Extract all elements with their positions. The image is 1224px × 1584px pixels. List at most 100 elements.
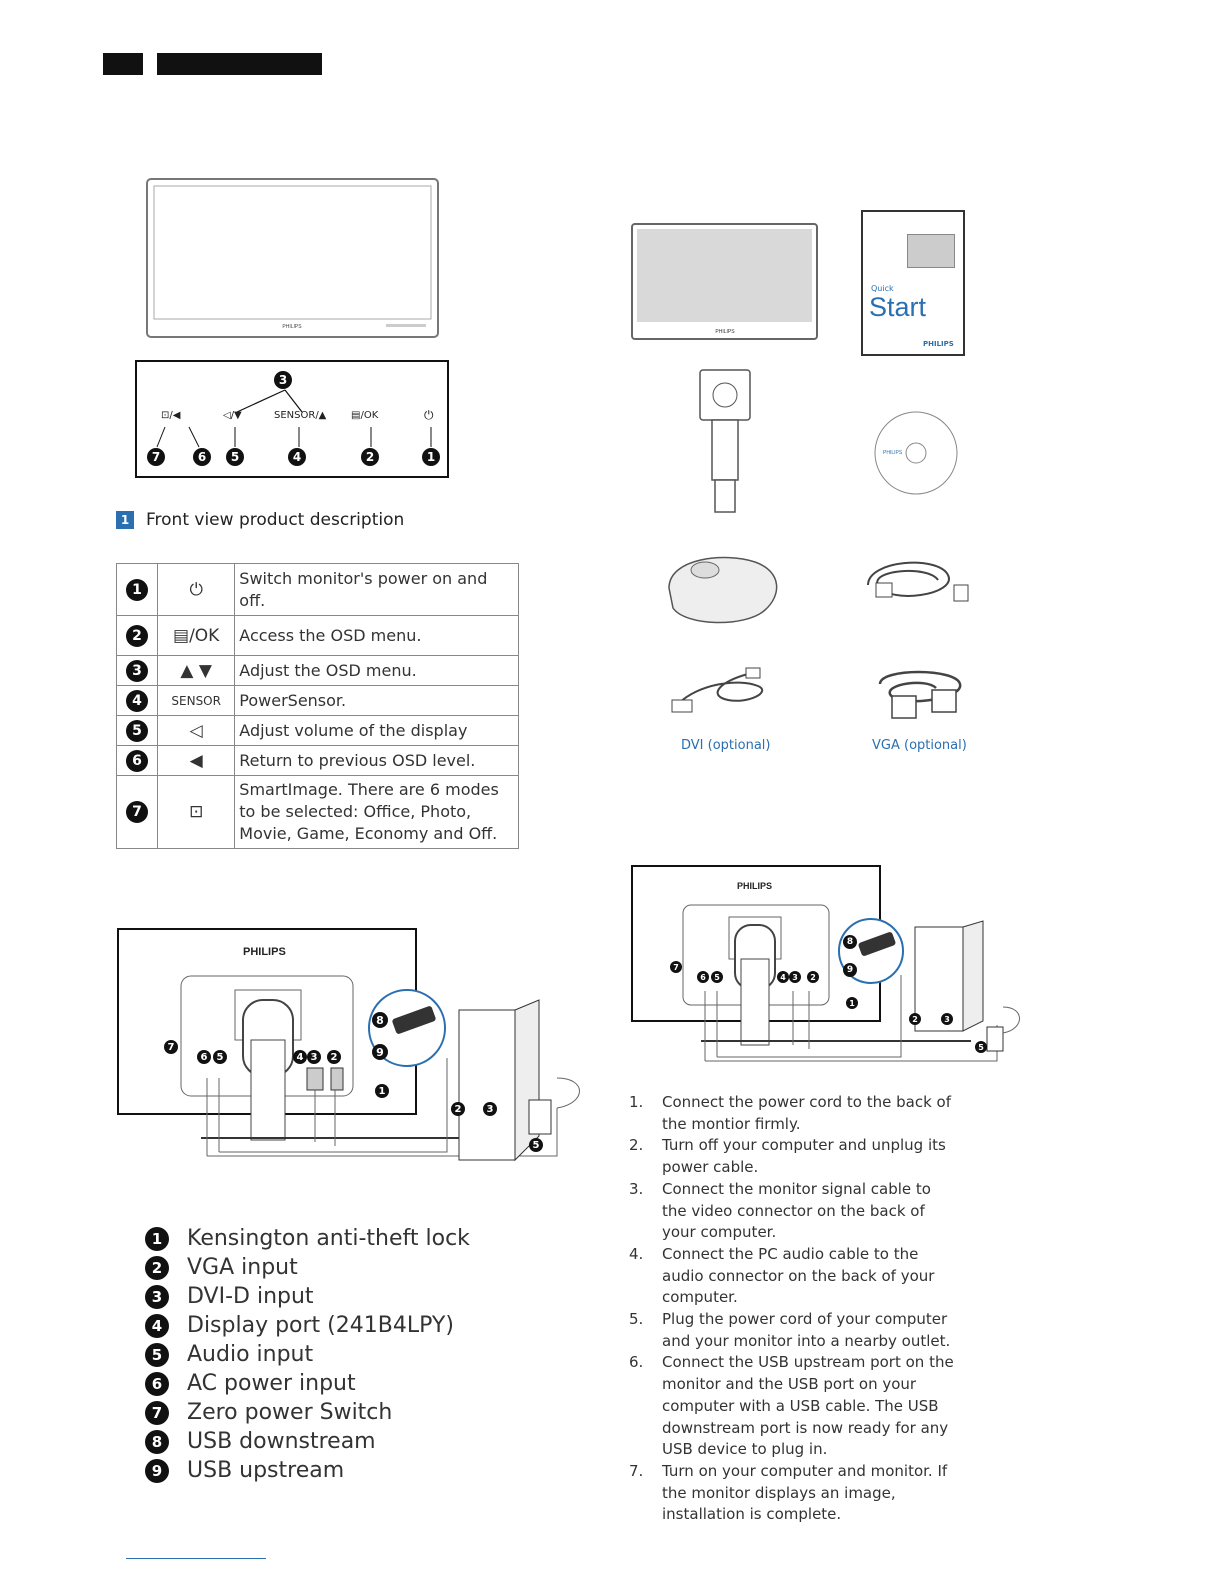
smartimage-icon: ⊡: [157, 775, 236, 849]
connect-pc-callout-3: 3: [941, 1013, 953, 1025]
back-callout-1: 1: [375, 1084, 389, 1098]
step-text: Turn off your computer and unplug its po…: [662, 1136, 946, 1177]
connect-brand-label: PHILIPS: [737, 881, 773, 891]
legend-number: 7: [145, 1400, 169, 1425]
back-callout-5: 5: [213, 1050, 227, 1064]
callout-7: 7: [147, 448, 165, 466]
row-description: Adjust the OSD menu.: [234, 655, 519, 686]
step-number: 1.: [629, 1093, 644, 1111]
list-item: 7.Turn on your computer and monitor. If …: [629, 1461, 959, 1526]
legend-text: AC power input: [187, 1371, 356, 1396]
legend-number: 6: [145, 1371, 169, 1396]
back-callout-4: 4: [293, 1050, 307, 1064]
sensor-button-label[interactable]: SENSOR/▲: [274, 410, 327, 421]
power-button-label[interactable]: ⏻: [424, 408, 434, 422]
list-item: 1. Connect the power cord to the back of …: [629, 1092, 959, 1135]
legend-text: VGA input: [187, 1255, 298, 1280]
connect-pc-callout-2: 2: [909, 1013, 921, 1025]
menu-button-label[interactable]: ▤/OK: [351, 410, 379, 421]
list-item: 2. Turn off your computer and unplug its …: [629, 1135, 959, 1178]
table-row: 5 ◁ Adjust volume of the display: [115, 715, 519, 746]
legend-text: Display port (241B4LPY): [187, 1313, 454, 1338]
dvi-caption: DVI (optional): [681, 738, 771, 753]
legend-number: 3: [145, 1284, 169, 1309]
front-controls-table: 1 ⏻ Switch monitor's power on and off. 2…: [115, 563, 519, 849]
row-description: PowerSensor.: [234, 685, 519, 716]
back-callout-8: 8: [372, 1012, 388, 1028]
front-control-panel: 3 ⊡/◀ ◁/▼ SENSOR/▲ ▤/OK ⏻ 7 6 5 4 2 1: [135, 360, 449, 478]
section-title-text: Front view product description: [146, 510, 405, 530]
connect-callout-8: 8: [843, 935, 857, 949]
smartimage-button-label[interactable]: ⊡/◀: [161, 410, 181, 421]
connect-callout-2: 2: [807, 971, 819, 983]
section-badge: 1: [116, 511, 134, 529]
legend-number: 2: [145, 1255, 169, 1280]
up-down-arrows-icon: ▲ ▼: [157, 655, 236, 686]
dvi-cable-illustration: [671, 667, 764, 713]
legend-text: Kensington anti-theft lock: [187, 1226, 470, 1251]
connect-callout-6: 6: [697, 971, 709, 983]
connect-callout-4: 4: [777, 971, 789, 983]
list-item: 4. Connect the PC audio cable to the audi…: [629, 1244, 959, 1309]
row-description: Return to previous OSD level.: [234, 745, 519, 776]
row-number: 4: [126, 689, 149, 712]
row-description: Switch monitor's power on and off.: [234, 563, 519, 616]
row-number: 3: [126, 659, 149, 682]
vga-cable-illustration: [878, 670, 962, 719]
connect-callout-9: 9: [843, 963, 857, 977]
power-icon: ⏻: [157, 563, 236, 616]
outlet-callout-5: 5: [529, 1138, 543, 1152]
connection-steps: 1. Connect the power cord to the back of …: [629, 1092, 959, 1526]
table-row: 6 ◀ Return to previous OSD level.: [115, 745, 519, 776]
table-row: 4 SENSOR PowerSensor.: [115, 685, 519, 716]
row-number: 5: [126, 719, 149, 742]
step-number: 4.: [629, 1244, 644, 1263]
header-page-block: [103, 53, 143, 75]
callout-1: 1: [422, 448, 440, 466]
legend-number: 5: [145, 1342, 169, 1367]
list-item: 3.Connect the monitor signal cable to th…: [629, 1179, 959, 1244]
legend-number: 8: [145, 1429, 169, 1454]
back-callout-6: 6: [197, 1050, 211, 1064]
list-item: 6.Connect the USB upstream port on the m…: [629, 1352, 959, 1461]
guide-start-label: Start: [869, 292, 927, 322]
step-text: Turn on your computer and monitor. If th…: [662, 1461, 948, 1524]
step-number: 2.: [629, 1136, 644, 1155]
connect-diagram: PHILIPS 7 6 5 4 3 2 1 8 9 2 3 5: [631, 865, 1021, 1075]
table-row: 3 ▲ ▼ Adjust the OSD menu.: [115, 655, 519, 686]
pc-callout-3: 3: [483, 1102, 497, 1116]
back-callout-3: 3: [307, 1050, 321, 1064]
back-brand-label: PHILIPS: [243, 946, 286, 958]
legend-item: 2 VGA input: [145, 1253, 470, 1282]
back-callout-9: 9: [372, 1044, 388, 1060]
volume-button-label[interactable]: ◁/▼: [223, 410, 242, 421]
row-number: 7: [126, 801, 149, 823]
sensor-icon: SENSOR: [157, 685, 236, 716]
legend-text: Zero power Switch: [187, 1400, 393, 1425]
cd-illustration: PHILIPS: [874, 411, 958, 495]
back-diagram-lines: [117, 928, 580, 1162]
step-text: Connect the power cord to the back of th…: [662, 1093, 952, 1133]
package-monitor-illustration: PHILIPS: [631, 223, 818, 340]
callout-4: 4: [288, 448, 306, 466]
legend-number: 4: [145, 1313, 169, 1338]
step-text: Connect the PC audio cable to the audio …: [662, 1244, 935, 1307]
table-row: 7 ⊡ SmartImage. There are 6 modes to be …: [115, 775, 519, 849]
legend-item: 3 DVI-D input: [145, 1282, 470, 1311]
step-number: 5.: [629, 1310, 644, 1329]
legend-item: 4 Display port (241B4LPY): [145, 1311, 470, 1340]
quick-start-guide: Quick Start PHILIPS: [861, 210, 965, 356]
speaker-icon: ◁: [157, 715, 236, 746]
connect-callout-1: 1: [846, 997, 858, 1009]
list-item: 5.Plug the power cord of your computer a…: [629, 1309, 959, 1352]
row-description: Adjust volume of the display: [234, 715, 519, 746]
pc-callout-2: 2: [451, 1102, 465, 1116]
header-title-bar: [157, 53, 322, 75]
back-callout-2: 2: [327, 1050, 341, 1064]
row-description: Access the OSD menu.: [234, 615, 519, 656]
legend-text: Audio input: [187, 1342, 314, 1367]
connect-callout-7: 7: [670, 961, 682, 973]
legend-text: DVI-D input: [187, 1284, 314, 1309]
